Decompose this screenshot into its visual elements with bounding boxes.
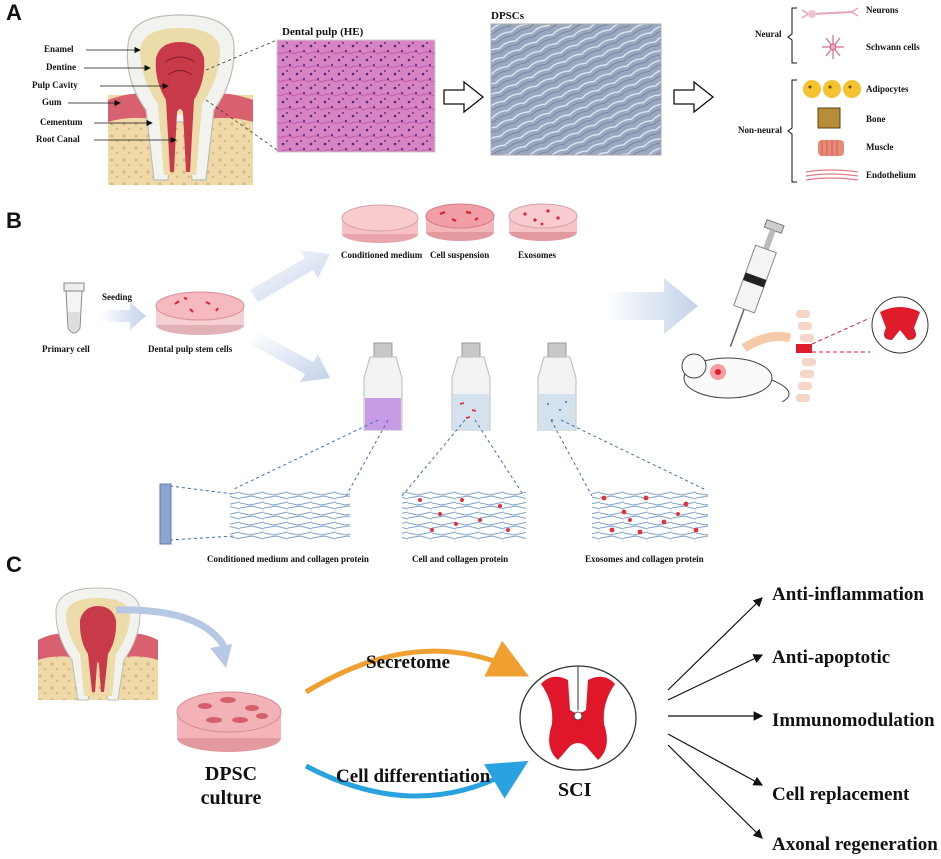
exosomes-dish [508,203,578,241]
outcome-immunomodulation: Immunomodulation [772,710,935,731]
cell-suspension-dish [425,203,495,241]
tooth-pointers [68,46,177,144]
exosomes-label: Exosomes [518,250,556,260]
dpsc-dish-b [155,291,245,335]
arrow-to-vials [250,332,330,382]
tooth-illustration-c [38,587,158,701]
cell-collagen-vial [451,342,491,431]
panel-label-c: C [6,552,22,577]
bone-icon [817,107,841,129]
syringe-icon [729,218,785,347]
exosome-collagen-vial [537,342,577,431]
conditioned-medium-dish [341,204,419,243]
dpsc-culture-dish [176,691,282,752]
he-micrograph [276,39,436,153]
muscle-icon [818,140,844,156]
adipocyte-icon [803,80,861,98]
schwann-cell-icon [822,35,844,59]
he-title: Dental pulp (HE) [282,26,364,38]
neurons-label: Neurons [866,5,899,15]
outcome-anti-inflammation: Anti-inflammation [772,584,924,605]
arrow-to-dishes [250,250,330,302]
label-pulp-cavity: Pulp Cavity [32,80,78,90]
scaffold-cell-dots [418,498,510,532]
seeding-arrow [100,302,146,330]
dpsc-culture-line1: DPSC [204,763,258,785]
arrow-to-injection [604,278,698,334]
non-neural-brace [787,79,797,183]
differentiation-label: Cell differentiation [336,766,491,787]
primary-cell-label: Primary cell [42,344,90,354]
outcome-cell-replacement: Cell replacement [772,784,910,805]
label-dentine: Dentine [46,62,76,72]
endothelium-icon [805,169,859,181]
panel-label-a: A [6,0,22,25]
outcome-anti-apoptotic: Anti-apoptotic [772,647,891,668]
scaffold-exo-label: Exosomes and collagen protein [585,554,704,564]
conditioned-medium-label: Conditioned medium [341,250,423,260]
scaffold-cm-label: Conditioned medium and collagen protein [207,554,369,564]
spinal-cross-section-b [871,296,929,354]
endothelium-label: Endothelium [866,170,917,180]
label-cementum: Cementum [40,117,83,127]
dpsc-title: DPSCs [491,10,525,22]
bone-label: Bone [866,114,886,124]
spine-arrow [741,331,792,352]
mouse-icon [681,353,790,403]
secretome-label: Secretome [366,652,451,673]
scaffold-cell-label: Cell and collagen protein [412,554,509,564]
neural-brace [787,7,797,64]
label-enamel: Enamel [44,44,74,54]
scaffold-cell [402,490,526,542]
vertebral-column [796,310,816,402]
lesion-mark [796,344,812,353]
label-root-canal: Root Canal [36,134,80,144]
tooth-to-culture-arrow [115,606,227,648]
non-neural-label: Non-neural [738,125,783,135]
outcome-axonal-regeneration: Axonal regeneration [772,834,938,855]
seeding-label: Seeding [102,292,133,302]
dpsc-label: Dental pulp stem cells [148,344,233,354]
arrow-he-to-dpsc [443,80,485,114]
secretome-arrow [304,640,529,695]
scaffold-conditioned-medium [230,490,350,540]
adipocytes-label: Adipocytes [866,84,909,94]
tooth-illustration-a [108,14,253,185]
cell-suspension-label: Cell suspension [430,250,490,260]
tube-icon [63,282,85,334]
neuron-icon [801,7,859,19]
collagen-fiber-icon [159,483,172,545]
arrow-dpsc-to-lineages [673,80,715,114]
panel-label-b: B [6,208,22,233]
schwann-label: Schwann cells [866,42,920,52]
differentiation-arrow [304,760,529,799]
dpsc-micrograph [490,23,662,156]
muscle-label: Muscle [866,142,894,152]
conditioned-medium-vial [363,342,403,431]
scaffold-exosome-dots [601,495,699,535]
sci-label: SCI [558,779,592,801]
sci-cross-section [519,665,637,771]
label-gum: Gum [42,97,62,107]
neural-label: Neural [755,29,782,39]
scaffold-exosome [592,490,708,542]
dpsc-culture-label: DPSC culture [196,762,266,810]
dpsc-culture-line2: culture [200,787,262,809]
